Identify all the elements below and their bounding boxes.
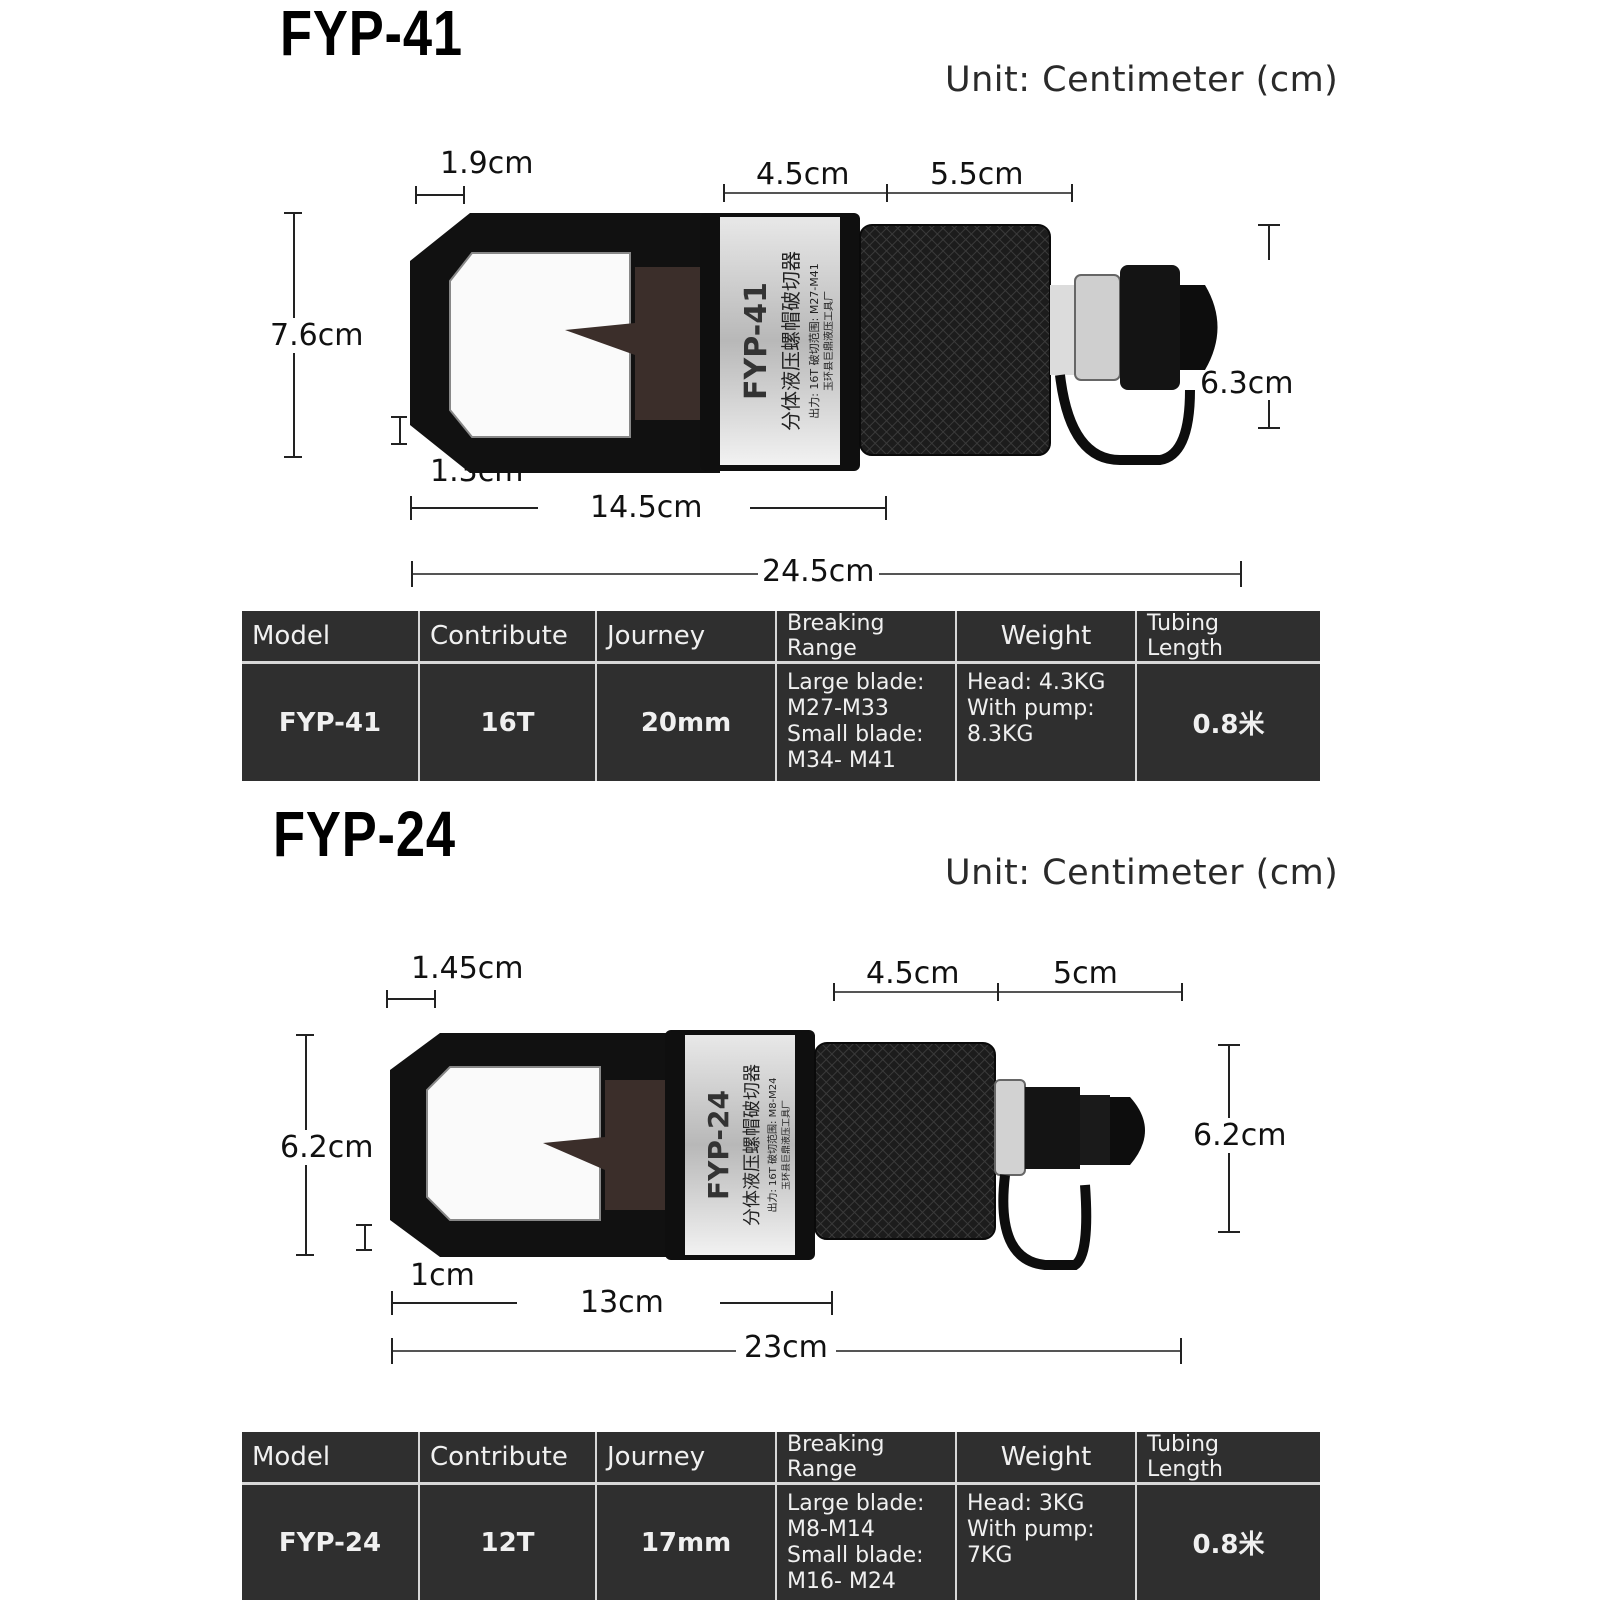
th-model: Model: [242, 1432, 420, 1482]
dim-height: 7.6cm: [270, 318, 364, 353]
dim-jaw-width: 1.9cm: [440, 146, 534, 181]
th-contribute: Contribute: [420, 1432, 597, 1482]
spec-table-fyp24: Model Contribute Journey Breaking Range …: [242, 1432, 1320, 1600]
th-weight: Weight: [957, 611, 1137, 661]
plate-model-text: FYP-24: [702, 1090, 735, 1200]
plate-spec-text: 出力: 16T 破切范围: M27-M41: [807, 263, 821, 419]
plate-maker-text: 玉环县巨鼎液压工具厂: [822, 291, 835, 391]
dim-cylinder-diameter: 6.3cm: [1200, 366, 1294, 401]
td-journey: 20mm: [597, 664, 777, 781]
td-journey: 17mm: [597, 1485, 777, 1600]
td-model: FYP-24: [242, 1485, 420, 1600]
td-weight: Head: 3KG With pump: 7KG: [957, 1485, 1137, 1600]
section-title-fyp24: FYP-24: [273, 798, 456, 870]
th-journey: Journey: [597, 1432, 777, 1482]
dim-jaw-gap: 1cm: [410, 1258, 475, 1293]
plate-name-text: 分体液压螺帽破切器: [779, 251, 803, 431]
dim-total-length: 24.5cm: [758, 554, 879, 589]
td-contribute: 16T: [420, 664, 597, 781]
dim-body-length: 13cm: [580, 1285, 664, 1320]
unit-note: Unit: Centimeter (cm): [945, 853, 1339, 893]
td-contribute: 12T: [420, 1485, 597, 1600]
dim-seg-a: 4.5cm: [866, 956, 960, 991]
th-tubing-length: Tubing Length: [1147, 1432, 1223, 1482]
plate-model-text: FYP-41: [739, 282, 774, 400]
dim-total-length: 23cm: [736, 1330, 836, 1365]
th-breaking-range: Breaking Range: [777, 1432, 957, 1482]
th-contribute: Contribute: [420, 611, 597, 661]
plate-maker-text: 玉环县巨鼎液压工具厂: [780, 1100, 792, 1190]
td-tubing-length: 0.8米: [1192, 1530, 1265, 1560]
td-breaking-range: Large blade: M27-M33 Small blade: M34- M…: [777, 664, 957, 781]
nut-splitter-fyp41-illustration: FYP-41 分体液压螺帽破切器 出力: 16T 破切范围: M27-M41 玉…: [410, 213, 1218, 473]
th-weight: Weight: [957, 1432, 1137, 1482]
unit-note: Unit: Centimeter (cm): [945, 60, 1339, 100]
plate-name-text: 分体液压螺帽破切器: [742, 1064, 763, 1226]
td-tubing-length: 0.8米: [1192, 710, 1265, 740]
dim-cylinder-diameter: 6.2cm: [1193, 1118, 1287, 1153]
th-tubing-length: Tubing Length: [1147, 611, 1223, 661]
td-model: FYP-41: [242, 664, 420, 781]
spec-table-fyp41: Model Contribute Journey Breaking Range …: [242, 611, 1320, 781]
dim-jaw-width: 1.45cm: [411, 951, 524, 986]
th-breaking-range: Breaking Range: [777, 611, 957, 661]
th-journey: Journey: [597, 611, 777, 661]
section-title-fyp41: FYP-41: [280, 0, 463, 69]
plate-spec-text: 出力: 16T 破切范围: M8-M24: [766, 1077, 779, 1212]
td-breaking-range: Large blade: M8-M14 Small blade: M16- M2…: [777, 1485, 957, 1600]
nut-splitter-fyp24-illustration: FYP-24 分体液压螺帽破切器 出力: 16T 破切范围: M8-M24 玉环…: [390, 1030, 1145, 1270]
dim-height: 6.2cm: [280, 1130, 374, 1165]
dim-seg-b: 5cm: [1053, 956, 1118, 991]
dim-body-length: 14.5cm: [590, 490, 703, 525]
th-model: Model: [242, 611, 420, 661]
td-weight: Head: 4.3KG With pump: 8.3KG: [957, 664, 1137, 781]
dim-seg-b: 5.5cm: [930, 157, 1024, 192]
dim-seg-a: 4.5cm: [756, 157, 850, 192]
